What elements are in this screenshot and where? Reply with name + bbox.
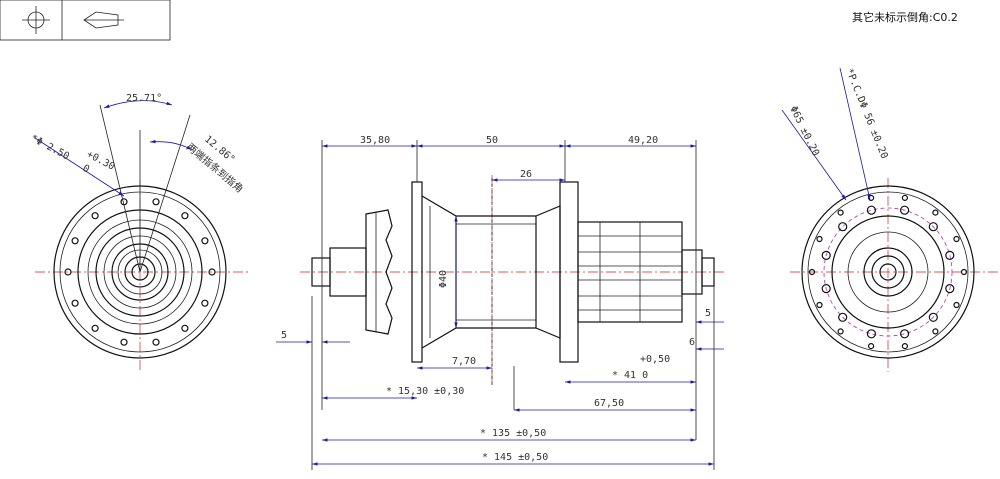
spoke-hole bbox=[816, 235, 823, 243]
right-end-view: Φ65 ±0.20 *P.C.DΦ 56 ±0.20 bbox=[781, 67, 1000, 372]
spoke-hole bbox=[71, 299, 79, 307]
spoke-hole bbox=[91, 212, 99, 220]
spoke-hole bbox=[901, 194, 909, 201]
spoke-hole bbox=[928, 222, 938, 232]
spoke-hole bbox=[816, 301, 823, 309]
spoke-hole bbox=[201, 237, 209, 245]
spoke-hole bbox=[901, 343, 909, 350]
spoke-hole bbox=[838, 222, 848, 232]
spoke-hole bbox=[866, 329, 877, 339]
spoke-hole bbox=[899, 205, 910, 215]
dim-145: * 145 ±0,50 bbox=[482, 452, 548, 463]
dim-50: 50 bbox=[486, 135, 498, 146]
spoke-hole bbox=[91, 324, 99, 332]
spoke-hole bbox=[201, 299, 209, 307]
position-symbol-icon bbox=[22, 6, 50, 34]
dim-41: * 41 0 bbox=[612, 370, 648, 381]
spoke-hole bbox=[181, 324, 189, 332]
dim-5-left: 5 bbox=[281, 330, 287, 341]
spoke-hole bbox=[932, 209, 939, 216]
dim-35-80: 35,80 bbox=[360, 135, 390, 146]
dim-49-20: 49,20 bbox=[628, 135, 658, 146]
dim-41-tol-upper: +0,50 bbox=[640, 354, 670, 365]
spoke-hole bbox=[120, 338, 128, 346]
title-block bbox=[0, 0, 171, 41]
taper-symbol-icon bbox=[83, 11, 124, 29]
spoke-hole bbox=[899, 329, 910, 339]
spoke-hole bbox=[152, 338, 160, 346]
dim-135: * 135 ±0,50 bbox=[480, 428, 546, 439]
spoke-hole bbox=[866, 205, 877, 215]
spoke-hole bbox=[808, 268, 816, 276]
dim-7-70: 7,70 bbox=[452, 356, 476, 367]
dim-67-50: 67,50 bbox=[594, 398, 624, 409]
left-end-view: 25.71° 12.86° 两端指条到指角 *Φ 2.50 +0.30 0 bbox=[29, 93, 250, 370]
spoke-hole bbox=[821, 250, 831, 260]
spoke-hole bbox=[152, 198, 160, 206]
spoke-hole bbox=[953, 301, 960, 309]
hole-tol-lower: 0 bbox=[81, 163, 91, 176]
chamfer-note: 其它未标示倒角:C0.2 bbox=[852, 10, 958, 24]
spoke-hole bbox=[932, 328, 939, 335]
dim-26: 26 bbox=[520, 169, 532, 180]
spoke-hole bbox=[208, 268, 216, 276]
spoke-hole bbox=[945, 250, 955, 260]
dim-dia40: Φ40 bbox=[438, 270, 449, 288]
spoke-hole bbox=[181, 212, 189, 220]
spoke-hole bbox=[953, 235, 960, 243]
spoke-holes bbox=[808, 194, 968, 350]
spoke-hole bbox=[838, 312, 848, 322]
spoke-hole bbox=[867, 343, 875, 350]
spoke-holes bbox=[64, 198, 216, 346]
spoke-hole bbox=[928, 312, 938, 322]
spoke-hole bbox=[64, 268, 72, 276]
spoke-hole bbox=[837, 209, 844, 216]
dim-6: 6 bbox=[689, 337, 695, 348]
spoke-hole bbox=[945, 284, 955, 294]
spoke-hole bbox=[837, 328, 844, 335]
outer-dia-label: Φ65 ±0.20 bbox=[787, 104, 821, 158]
spoke-hole bbox=[821, 284, 831, 294]
hole-dia-label: *Φ 2.50 bbox=[29, 133, 71, 163]
spoke-hole bbox=[960, 268, 968, 276]
angle-25-71: 25.71° bbox=[126, 93, 162, 104]
side-view: 35,80 50 49,20 26 Φ40 5 5 6 7,70 +0,50 *… bbox=[276, 135, 725, 470]
dim-15-30: * 15,30 ±0,30 bbox=[386, 386, 464, 397]
spoke-hole bbox=[71, 237, 79, 245]
dim-5-right: 5 bbox=[705, 308, 711, 319]
